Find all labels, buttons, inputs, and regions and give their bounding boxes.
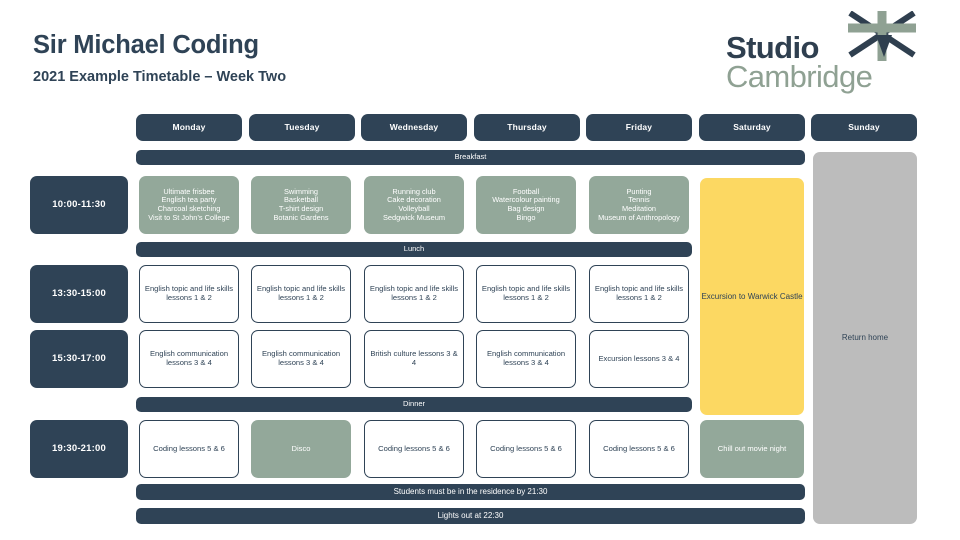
meal-bar-lunch: Lunch — [136, 242, 692, 257]
meal-bar-breakfast: Breakfast — [136, 150, 805, 165]
time-label-1000-1130: 10:00-11:30 — [30, 176, 128, 234]
union-jack-flag-icon — [848, 11, 916, 61]
lesson2-cell-friday: Excursion lessons 3 & 4 — [589, 330, 689, 388]
day-header-friday: Friday — [586, 114, 692, 141]
evening-cell-tuesday: Disco — [251, 420, 351, 478]
lesson1-cell-wednesday: English topic and life skills lessons 1 … — [364, 265, 464, 323]
lesson2-cell-monday: English communication lessons 3 & 4 — [139, 330, 239, 388]
day-header-thursday: Thursday — [474, 114, 580, 141]
lesson2-cell-wednesday: British culture lessons 3 & 4 — [364, 330, 464, 388]
day-header-wednesday: Wednesday — [361, 114, 467, 141]
evening-cell-friday: Coding lessons 5 & 6 — [589, 420, 689, 478]
time-label-1930-2100: 19:30-21:00 — [30, 420, 128, 478]
lesson2-cell-thursday: English communication lessons 3 & 4 — [476, 330, 576, 388]
saturday-excursion-block: Excursion to Warwick Castle — [700, 178, 804, 415]
lesson2-cell-tuesday: English communication lessons 3 & 4 — [251, 330, 351, 388]
sunday-return-home-block: Return home — [813, 152, 917, 524]
page-title: Sir Michael Coding — [33, 31, 259, 59]
time-label-1530-1700: 15:30-17:00 — [30, 330, 128, 388]
logo-word-cambridge: Cambridge — [726, 59, 873, 94]
evening-cell-saturday: Chill out movie night — [700, 420, 804, 478]
evening-cell-thursday: Coding lessons 5 & 6 — [476, 420, 576, 478]
lesson1-cell-friday: English topic and life skills lessons 1 … — [589, 265, 689, 323]
lesson1-cell-tuesday: English topic and life skills lessons 1 … — [251, 265, 351, 323]
day-header-saturday: Saturday — [699, 114, 805, 141]
studio-cambridge-logo: Studio Cambridge — [726, 11, 926, 97]
note-bar-lights-out: Lights out at 22:30 — [136, 508, 805, 524]
day-header-monday: Monday — [136, 114, 242, 141]
evening-cell-wednesday: Coding lessons 5 & 6 — [364, 420, 464, 478]
time-label-1330-1500: 13:30-15:00 — [30, 265, 128, 323]
logo-word-studio: Studio — [726, 30, 819, 65]
note-bar-curfew: Students must be in the residence by 21:… — [136, 484, 805, 500]
meal-bar-dinner: Dinner — [136, 397, 692, 412]
evening-cell-monday: Coding lessons 5 & 6 — [139, 420, 239, 478]
day-header-tuesday: Tuesday — [249, 114, 355, 141]
day-header-sunday: Sunday — [811, 114, 917, 141]
lesson1-cell-monday: English topic and life skills lessons 1 … — [139, 265, 239, 323]
page-subtitle: 2021 Example Timetable – Week Two — [33, 69, 287, 85]
lesson1-cell-thursday: English topic and life skills lessons 1 … — [476, 265, 576, 323]
